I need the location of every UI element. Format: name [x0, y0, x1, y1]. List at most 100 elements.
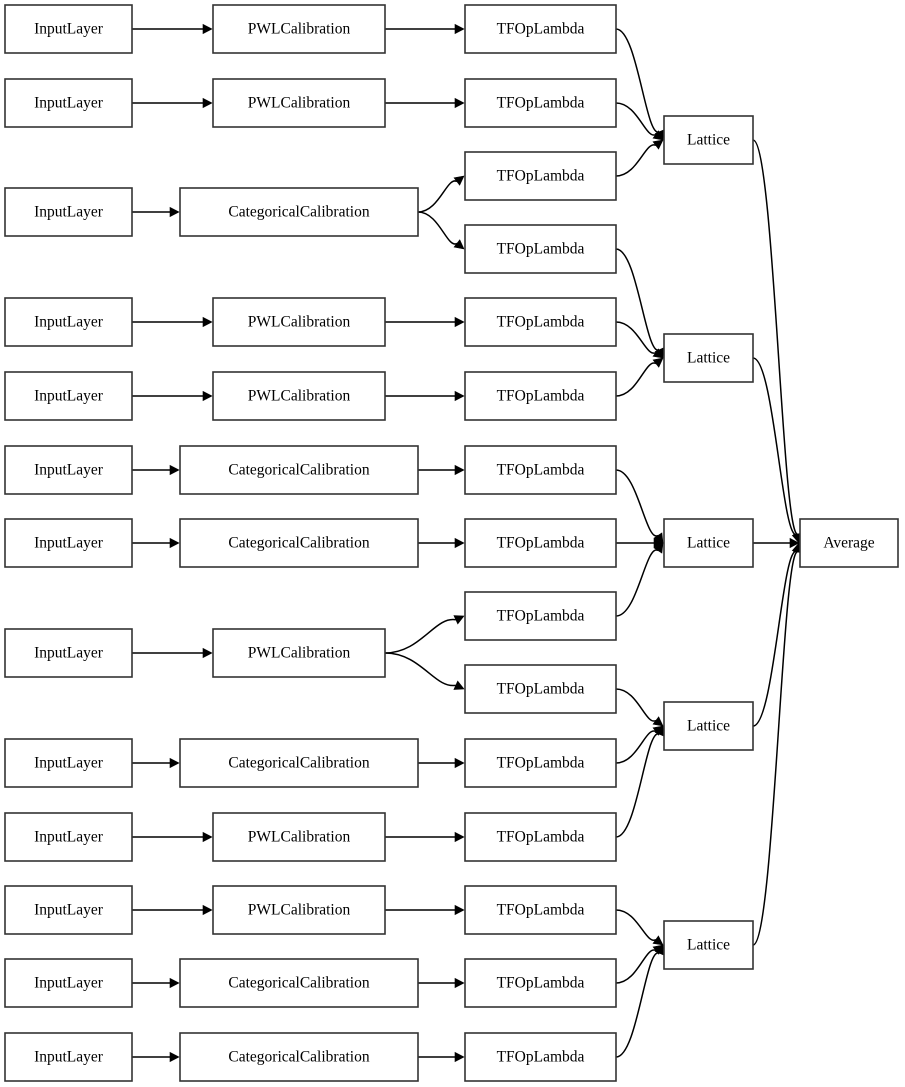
node-box[interactable] [4, 885, 133, 935]
node-box[interactable] [179, 738, 419, 788]
node-box[interactable] [179, 1032, 419, 1082]
node-box[interactable] [212, 628, 386, 678]
node-box[interactable] [179, 518, 419, 568]
node-in4-inputlayer[interactable]: InputLayer [4, 297, 133, 347]
node-box[interactable] [4, 297, 133, 347]
node-box[interactable] [212, 371, 386, 421]
node-box[interactable] [464, 591, 617, 641]
edge-inputlayer-to-categoricalcalibration [132, 757, 180, 769]
node-lat4-lattice[interactable]: Lattice [663, 701, 754, 751]
node-box[interactable] [464, 1032, 617, 1082]
node-avg-average[interactable]: Average [799, 518, 899, 568]
node-cal10-pwlcalibration[interactable]: PWLCalibration [212, 812, 386, 862]
node-lat3-lattice[interactable]: Lattice [663, 518, 754, 568]
node-box[interactable] [464, 885, 617, 935]
node-op1-tfoplambda[interactable]: TFOpLambda [464, 4, 617, 54]
node-cal13-categoricalcalibration[interactable]: CategoricalCalibration [179, 1032, 419, 1082]
node-lat1-lattice[interactable]: Lattice [663, 115, 754, 165]
node-cal9-categoricalcalibration[interactable]: CategoricalCalibration [179, 738, 419, 788]
node-op6-tfoplambda[interactable]: TFOpLambda [464, 371, 617, 421]
node-op12-tfoplambda[interactable]: TFOpLambda [464, 812, 617, 862]
node-box[interactable] [4, 628, 133, 678]
node-in6-inputlayer[interactable]: InputLayer [4, 445, 133, 495]
node-in13-inputlayer[interactable]: InputLayer [4, 1032, 133, 1082]
node-op9-tfoplambda[interactable]: TFOpLambda [464, 591, 617, 641]
node-in7-inputlayer[interactable]: InputLayer [4, 518, 133, 568]
node-label: InputLayer [34, 204, 104, 221]
node-cal4-pwlcalibration[interactable]: PWLCalibration [212, 297, 386, 347]
node-box[interactable] [464, 297, 617, 347]
node-in10-inputlayer[interactable]: InputLayer [4, 812, 133, 862]
node-cal5-pwlcalibration[interactable]: PWLCalibration [212, 371, 386, 421]
node-op13-tfoplambda[interactable]: TFOpLambda [464, 885, 617, 935]
node-op15-tfoplambda[interactable]: TFOpLambda [464, 1032, 617, 1082]
node-box[interactable] [212, 885, 386, 935]
node-box[interactable] [4, 738, 133, 788]
node-box[interactable] [179, 187, 419, 237]
node-box[interactable] [663, 701, 754, 751]
node-cal12-categoricalcalibration[interactable]: CategoricalCalibration [179, 958, 419, 1008]
node-op14-tfoplambda[interactable]: TFOpLambda [464, 958, 617, 1008]
node-box[interactable] [179, 958, 419, 1008]
node-box[interactable] [212, 78, 386, 128]
node-op11-tfoplambda[interactable]: TFOpLambda [464, 738, 617, 788]
node-cal6-categoricalcalibration[interactable]: CategoricalCalibration [179, 445, 419, 495]
node-box[interactable] [464, 445, 617, 495]
node-box[interactable] [4, 958, 133, 1008]
node-box[interactable] [4, 445, 133, 495]
node-box[interactable] [464, 4, 617, 54]
node-op2-tfoplambda[interactable]: TFOpLambda [464, 78, 617, 128]
node-in9-inputlayer[interactable]: InputLayer [4, 738, 133, 788]
node-in11-inputlayer[interactable]: InputLayer [4, 885, 133, 935]
node-box[interactable] [799, 518, 899, 568]
node-box[interactable] [464, 518, 617, 568]
node-box[interactable] [179, 445, 419, 495]
node-box[interactable] [4, 187, 133, 237]
node-box[interactable] [663, 920, 754, 970]
node-cal7-categoricalcalibration[interactable]: CategoricalCalibration [179, 518, 419, 568]
node-in8-inputlayer[interactable]: InputLayer [4, 628, 133, 678]
node-in2-inputlayer[interactable]: InputLayer [4, 78, 133, 128]
node-box[interactable] [464, 664, 617, 714]
node-cal3-categoricalcalibration[interactable]: CategoricalCalibration [179, 187, 419, 237]
node-lat5-lattice[interactable]: Lattice [663, 920, 754, 970]
node-cal11-pwlcalibration[interactable]: PWLCalibration [212, 885, 386, 935]
node-box[interactable] [464, 738, 617, 788]
node-box[interactable] [4, 78, 133, 128]
node-op4-tfoplambda[interactable]: TFOpLambda [464, 224, 617, 274]
node-in1-inputlayer[interactable]: InputLayer [4, 4, 133, 54]
node-in12-inputlayer[interactable]: InputLayer [4, 958, 133, 1008]
node-cal1-pwlcalibration[interactable]: PWLCalibration [212, 4, 386, 54]
node-box[interactable] [464, 371, 617, 421]
node-box[interactable] [212, 812, 386, 862]
node-cal2-pwlcalibration[interactable]: PWLCalibration [212, 78, 386, 128]
node-box[interactable] [464, 224, 617, 274]
node-box[interactable] [663, 115, 754, 165]
node-op5-tfoplambda[interactable]: TFOpLambda [464, 297, 617, 347]
node-in3-inputlayer[interactable]: InputLayer [4, 187, 133, 237]
node-lat2-lattice[interactable]: Lattice [663, 333, 754, 383]
node-box[interactable] [464, 78, 617, 128]
node-box[interactable] [4, 371, 133, 421]
arrowhead-icon [454, 464, 465, 476]
node-in5-inputlayer[interactable]: InputLayer [4, 371, 133, 421]
node-box[interactable] [464, 812, 617, 862]
node-label: CategoricalCalibration [228, 204, 369, 221]
node-op3-tfoplambda[interactable]: TFOpLambda [464, 151, 617, 201]
node-op7-tfoplambda[interactable]: TFOpLambda [464, 445, 617, 495]
node-op8-tfoplambda[interactable]: TFOpLambda [464, 518, 617, 568]
node-box[interactable] [212, 4, 386, 54]
edge-line [615, 733, 660, 838]
node-box[interactable] [464, 958, 617, 1008]
node-box[interactable] [663, 518, 754, 568]
node-box[interactable] [212, 297, 386, 347]
node-box[interactable] [4, 1032, 133, 1082]
node-label: TFOpLambda [497, 975, 585, 992]
node-box[interactable] [663, 333, 754, 383]
node-box[interactable] [4, 812, 133, 862]
node-box[interactable] [4, 4, 133, 54]
node-op10-tfoplambda[interactable]: TFOpLambda [464, 664, 617, 714]
node-box[interactable] [464, 151, 617, 201]
node-cal8-pwlcalibration[interactable]: PWLCalibration [212, 628, 386, 678]
node-box[interactable] [4, 518, 133, 568]
